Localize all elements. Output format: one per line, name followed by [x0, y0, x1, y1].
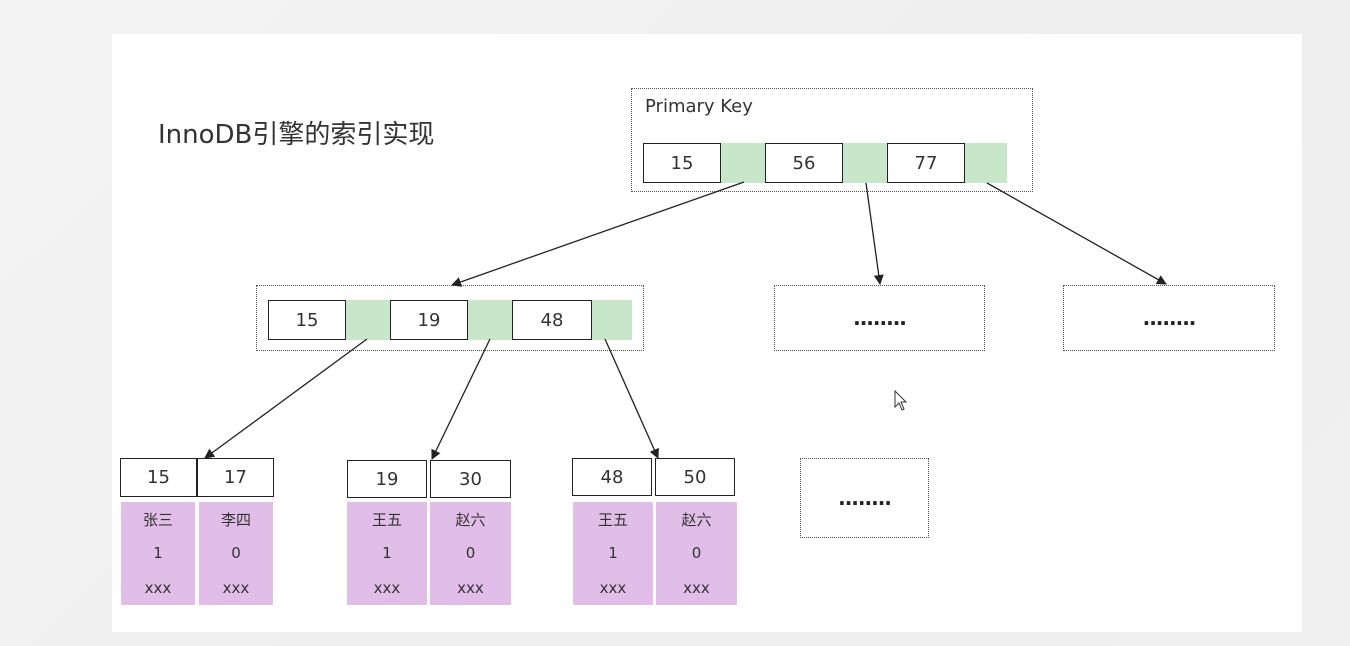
leaf1-row1-name: 张三 [121, 502, 195, 536]
leaf2-key-1: 19 [347, 460, 427, 498]
level2-placeholder-node-1 [774, 285, 985, 351]
level2-key-2: 19 [390, 300, 468, 340]
leaf1-row1-flag: 1 [121, 536, 195, 570]
root-node [631, 88, 1033, 192]
level2-placeholder-1: ........ [853, 306, 907, 330]
root-key-2: 56 [765, 143, 843, 183]
leaf3-row2-name: 赵六 [656, 502, 737, 536]
leaf3-key-1: 48 [572, 458, 652, 496]
leaf-placeholder: ........ [838, 486, 892, 510]
root-pointer-2 [843, 143, 887, 183]
root-pointer-1 [721, 143, 765, 183]
leaf2-row1-flag: 1 [347, 536, 427, 570]
level2-placeholder-node-2 [1063, 285, 1275, 351]
level2-placeholder-2: ........ [1142, 306, 1197, 330]
leaf3-row2-extra: xxx [656, 570, 737, 605]
leaf2-row2-name: 赵六 [430, 502, 511, 536]
leaf3-row2-flag: 0 [656, 536, 737, 570]
leaf1-key-2: 17 [197, 458, 274, 497]
level2-pointer-3 [592, 300, 632, 340]
level2-pointer-2 [468, 300, 512, 340]
level2-key-1: 15 [268, 300, 346, 340]
leaf2-row1-name: 王五 [347, 502, 427, 536]
leaf1-row2-name: 李四 [199, 502, 273, 536]
leaf-placeholder-node [800, 458, 929, 538]
leaf2-row2-extra: xxx [430, 570, 511, 605]
leaf2-key-2: 30 [430, 460, 511, 498]
leaf1-row1-extra: xxx [121, 570, 195, 605]
page-title: InnoDB引擎的索引实现 [158, 120, 435, 150]
leaf3-row1-extra: xxx [573, 570, 653, 605]
leaf3-key-2: 50 [655, 458, 735, 496]
leaf3-row1-flag: 1 [573, 536, 653, 570]
leaf2-row1-extra: xxx [347, 570, 427, 605]
level2-pointer-1 [346, 300, 390, 340]
root-pointer-3 [965, 143, 1007, 183]
root-key-3: 77 [887, 143, 965, 183]
leaf3-row1-name: 王五 [573, 502, 653, 536]
leaf1-key-1: 15 [120, 458, 197, 497]
leaf1-row2-extra: xxx [199, 570, 273, 605]
mouse-cursor-icon [894, 390, 908, 411]
leaf1-row2-flag: 0 [199, 536, 273, 570]
root-key-1: 15 [643, 143, 721, 183]
level2-key-3: 48 [512, 300, 592, 340]
root-label: Primary Key [645, 96, 753, 117]
leaf2-row2-flag: 0 [430, 536, 511, 570]
